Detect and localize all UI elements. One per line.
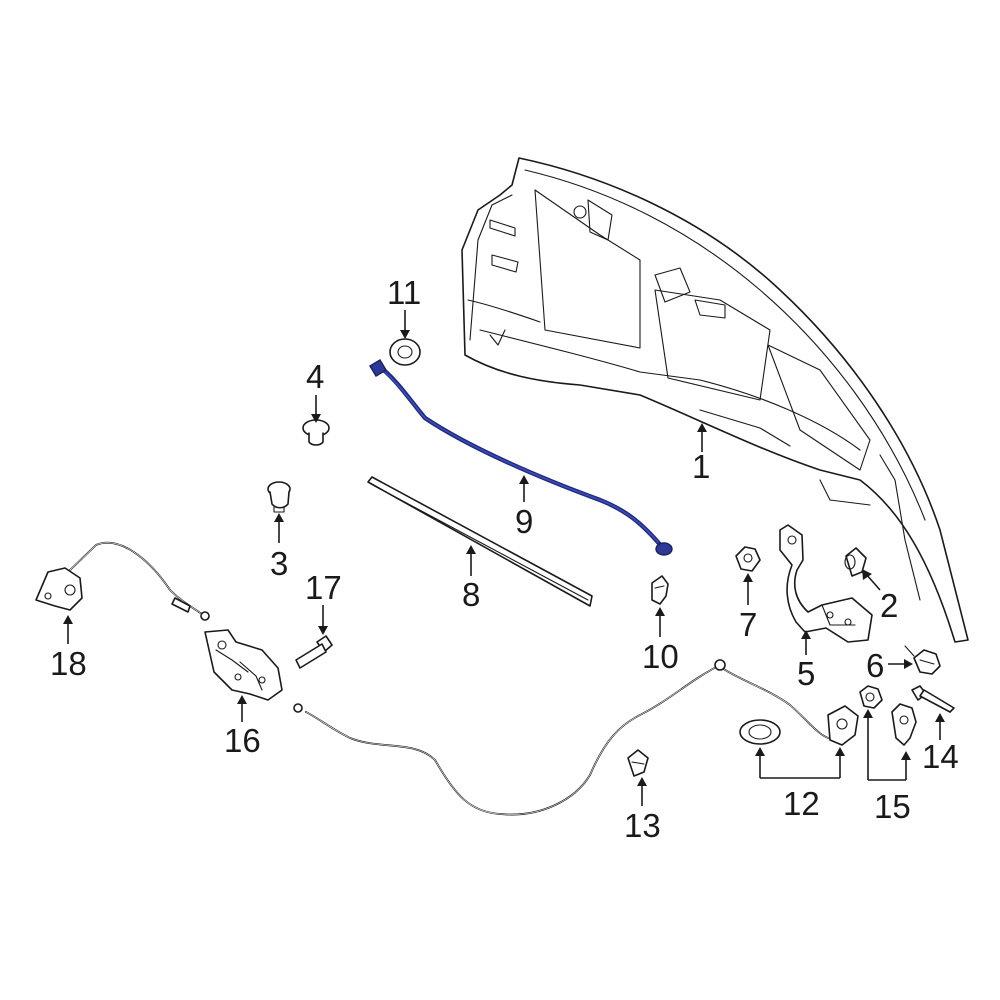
callout-number: 17 xyxy=(305,569,342,606)
prop-rod-grommet[interactable] xyxy=(389,338,421,366)
callout-number: 18 xyxy=(50,645,87,682)
callout-number: 6 xyxy=(866,647,884,684)
callout-number: 3 xyxy=(270,545,288,582)
callout-number: 4 xyxy=(306,358,324,395)
prop-rod-clip[interactable] xyxy=(651,575,669,605)
callout-17: 17 xyxy=(305,569,342,635)
callout-number: 16 xyxy=(224,722,261,759)
callout-4: 4 xyxy=(306,358,324,423)
callout-number: 1 xyxy=(692,448,710,485)
hood-bumper[interactable] xyxy=(844,547,867,577)
callout-5: 5 xyxy=(797,630,815,692)
callout-number: 2 xyxy=(880,587,898,624)
hood-prop-rod[interactable] xyxy=(369,359,673,556)
callout-number: 11 xyxy=(387,274,421,311)
hinge-bolt[interactable] xyxy=(904,645,941,675)
callout-number: 9 xyxy=(515,503,533,540)
hood-seal[interactable] xyxy=(367,476,593,607)
callout-15: 15 xyxy=(863,709,911,825)
callout-number: 5 xyxy=(797,655,815,692)
callout-number: 8 xyxy=(462,576,480,613)
hood-bumper-adjustable[interactable] xyxy=(267,481,291,513)
callout-9: 9 xyxy=(515,475,533,540)
handle-bracket-assembly[interactable] xyxy=(859,685,917,746)
callout-10: 10 xyxy=(642,607,679,675)
release-handle-assembly[interactable] xyxy=(721,667,859,746)
callout-12: 12 xyxy=(755,747,845,822)
hood-panel[interactable] xyxy=(461,157,969,643)
callout-2: 2 xyxy=(862,569,898,624)
bolt[interactable] xyxy=(911,685,955,713)
callout-13: 13 xyxy=(624,777,661,844)
hood-hinge[interactable] xyxy=(779,524,873,643)
callout-number: 10 xyxy=(642,638,679,675)
callout-number: 15 xyxy=(874,788,911,825)
hood-stop-bumper[interactable] xyxy=(302,419,330,446)
callout-14: 14 xyxy=(922,713,959,775)
callout-number: 12 xyxy=(783,785,820,822)
latch-cable[interactable] xyxy=(65,541,210,621)
callout-6: 6 xyxy=(866,647,913,684)
callout-7: 7 xyxy=(739,573,757,643)
callout-number: 14 xyxy=(922,738,959,775)
callout-3: 3 xyxy=(270,513,288,582)
callout-number: 7 xyxy=(739,606,757,643)
callout-11: 11 xyxy=(387,274,421,339)
callout-number: 13 xyxy=(624,807,661,844)
callout-18: 18 xyxy=(50,615,87,682)
callout-16: 16 xyxy=(224,695,261,759)
cable-clip[interactable] xyxy=(627,749,649,777)
release-cable[interactable] xyxy=(293,659,726,816)
callout-1: 1 xyxy=(692,423,710,485)
callout-8: 8 xyxy=(462,545,480,613)
hinge-nut[interactable] xyxy=(735,546,761,572)
hood-latch[interactable] xyxy=(204,629,283,701)
latch-bolt[interactable] xyxy=(295,635,333,669)
secondary-latch[interactable] xyxy=(35,567,83,611)
